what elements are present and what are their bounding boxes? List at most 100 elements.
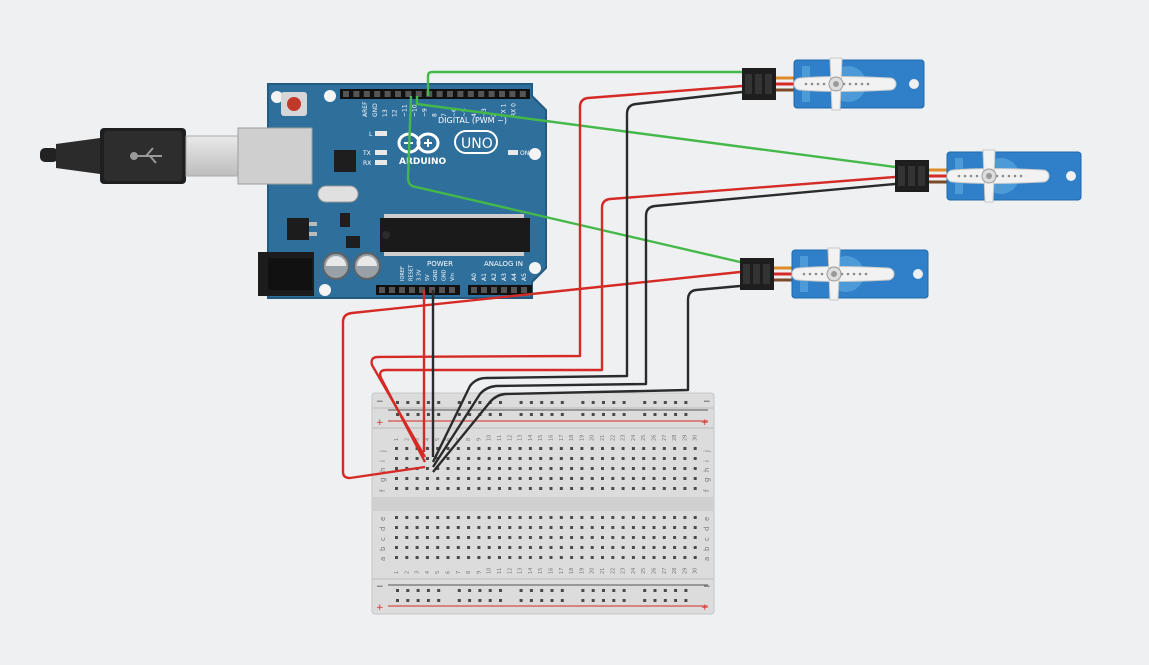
reset-button[interactable] [281, 92, 307, 116]
analog-pin-label: A4 [511, 273, 518, 281]
servo-2[interactable] [895, 149, 1082, 203]
rail-minus-label: − [703, 582, 711, 592]
wire-signal-servo-2[interactable] [415, 96, 896, 169]
row-label: i [703, 460, 711, 462]
column-label: 14 [528, 435, 534, 441]
column-label: 13 [518, 568, 524, 574]
row-label: a [379, 557, 387, 561]
column-label: 30 [693, 568, 699, 574]
row-label: g [379, 478, 387, 482]
wire-signal-servo-1[interactable] [426, 70, 742, 96]
wire-ground-servo-2[interactable] [431, 182, 896, 468]
row-label: i [379, 460, 387, 462]
column-label: 23 [621, 568, 627, 574]
servo-1[interactable] [742, 57, 925, 111]
analog-pin-label: A1 [481, 273, 488, 281]
breadboard-holes[interactable] [395, 401, 697, 602]
column-label: 20 [590, 435, 596, 441]
analog-pin-label: A5 [521, 273, 528, 281]
column-label: 4 [425, 571, 431, 574]
crystal-oscillator [317, 185, 359, 203]
row-label: b [379, 546, 387, 551]
column-label: 25 [641, 568, 647, 574]
capacitors [322, 252, 381, 280]
column-label: 28 [672, 435, 678, 441]
row-label: h [379, 468, 387, 472]
column-label: 2 [404, 438, 410, 441]
power-pin-label: IOREF [400, 266, 406, 281]
servo-3[interactable] [740, 247, 929, 301]
column-label: 24 [631, 435, 637, 441]
rail-plus-label: + [376, 418, 384, 428]
row-label: e [703, 517, 711, 521]
digital-pin-label: ~11 [402, 104, 409, 117]
column-label: 11 [497, 568, 503, 574]
rail-plus-label: + [701, 603, 709, 613]
column-label: 29 [682, 435, 688, 441]
digital-pin-label: 7 [441, 113, 448, 117]
row-label: a [703, 557, 711, 561]
row-label: d [379, 527, 387, 531]
column-label: 22 [610, 568, 616, 574]
column-label: 24 [631, 568, 637, 574]
svg-text:TX: TX [362, 150, 371, 157]
column-label: 6 [446, 571, 452, 574]
usb-controller-chip [334, 150, 356, 172]
column-label: 8 [466, 438, 472, 441]
svg-text:ON: ON [520, 150, 529, 157]
column-label: 12 [507, 568, 513, 574]
wire-power-servo-3[interactable] [341, 270, 741, 480]
digital-pin-label: 4 [471, 113, 478, 117]
row-label: f [379, 489, 387, 492]
row-label: c [703, 537, 711, 541]
column-label: 26 [652, 568, 658, 574]
column-label: 28 [672, 568, 678, 574]
svg-text:ANALOG IN: ANALOG IN [484, 260, 523, 268]
rail-plus-label: + [376, 603, 384, 613]
row-label: g [703, 478, 711, 482]
column-label: 20 [590, 568, 596, 574]
power-pin-label: RESET [408, 264, 414, 281]
column-label: 17 [559, 568, 565, 574]
arduino-uno-board[interactable]: L TX RX ON ARDUINO UNO [237, 83, 547, 299]
row-label: b [703, 546, 711, 551]
wire-ground-servo-1[interactable] [431, 90, 743, 463]
column-label: 29 [682, 568, 688, 574]
column-label: 3 [415, 571, 421, 574]
digital-pin-label: 13 [382, 109, 389, 117]
power-pin-label: Vin [450, 273, 456, 281]
svg-text:RX: RX [363, 160, 371, 167]
digital-pin-label: 12 [392, 109, 399, 117]
digital-pin-label: GND [372, 103, 379, 117]
digital-pin-label: ~10 [412, 104, 419, 117]
column-label: 14 [528, 568, 534, 574]
wire-ground-servo-3[interactable] [432, 284, 741, 473]
column-label: 30 [693, 435, 699, 441]
column-label: 9 [476, 571, 482, 574]
power-pin-label: GND [442, 269, 448, 281]
rail-plus-label: + [701, 418, 709, 428]
usb-jack [237, 127, 313, 185]
rail-minus-label: − [703, 397, 711, 407]
wire-power-servo-1[interactable] [370, 84, 743, 458]
column-label: 5 [435, 571, 441, 574]
wires[interactable] [341, 70, 896, 480]
digital-pin-label: ~6 [451, 108, 458, 117]
digital-pin-label: TX 1 [501, 103, 508, 118]
column-label: 6 [446, 438, 452, 441]
column-label: 13 [518, 435, 524, 441]
voltage-regulator [287, 218, 309, 240]
wire-signal-servo-3[interactable] [406, 95, 741, 264]
power-pin-label: 3.3V [417, 269, 423, 281]
wire-power-servo-2[interactable] [378, 175, 896, 463]
column-label: 9 [476, 438, 482, 441]
row-label: j [379, 450, 387, 453]
svg-text:POWER: POWER [427, 260, 453, 268]
atmega-chip [380, 214, 530, 256]
column-label: 10 [487, 568, 493, 574]
